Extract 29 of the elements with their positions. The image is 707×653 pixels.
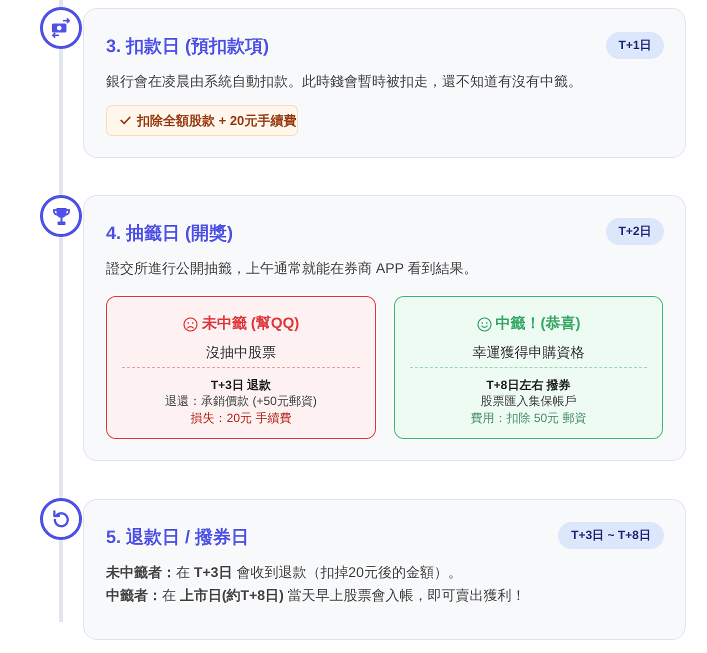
- timeline-circle: [40, 195, 82, 237]
- result-box: [106, 296, 376, 439]
- result-detail: 損失：20元 手續費: [190, 410, 292, 426]
- date-badge: T+1日: [606, 32, 664, 59]
- result-detail-heading: T+8日左右 撥券: [486, 377, 571, 393]
- step-description: 證交所進行公開抽籤，上午通常就能在券商 APP 看到結果。: [106, 259, 478, 278]
- result-detail: 退還：承銷價款 (+50元郵資): [165, 393, 317, 409]
- result-summary: 沒抽中股票: [206, 343, 276, 362]
- step-card: [83, 195, 686, 461]
- result-detail: 費用：扣除 50元 郵資: [470, 410, 586, 426]
- note-tag: [106, 105, 298, 136]
- step-title: 4. 抽籤日 (開獎): [106, 222, 234, 245]
- result-title: 中籤！(恭喜): [496, 314, 580, 334]
- result-detail: 股票匯入集保帳戶: [480, 393, 576, 409]
- result-summary: 幸運獲得申購資格: [472, 343, 584, 362]
- date-badge: T+2日: [606, 218, 664, 245]
- result-box: [394, 296, 663, 439]
- step-description: 中籤者：在 上市日(約T+8日) 當天早上股票會入帳，即可賣出獲利！: [106, 586, 526, 605]
- step-description: 銀行會在凌晨由系統自動扣款。此時錢會暫時被扣走，還不知道有沒有中籤。: [106, 72, 582, 91]
- step-card: [83, 499, 686, 640]
- result-detail-heading: T+3日 退款: [210, 377, 272, 393]
- fee-note: 扣除全額股款 + 20元手續費: [137, 112, 296, 130]
- date-badge: T+3日 ~ T+8日: [558, 522, 664, 549]
- result-title: 未中籤 (幫QQ): [202, 314, 300, 334]
- step-title: 5. 退款日 / 撥券日: [106, 526, 250, 549]
- step-card: [83, 8, 686, 158]
- timeline-circle: [40, 498, 82, 540]
- step-description: 未中籤者：在 T+3日 會收到退款（扣掉20元後的金額）。: [106, 563, 462, 582]
- step-title: 3. 扣款日 (預扣款項): [106, 35, 270, 58]
